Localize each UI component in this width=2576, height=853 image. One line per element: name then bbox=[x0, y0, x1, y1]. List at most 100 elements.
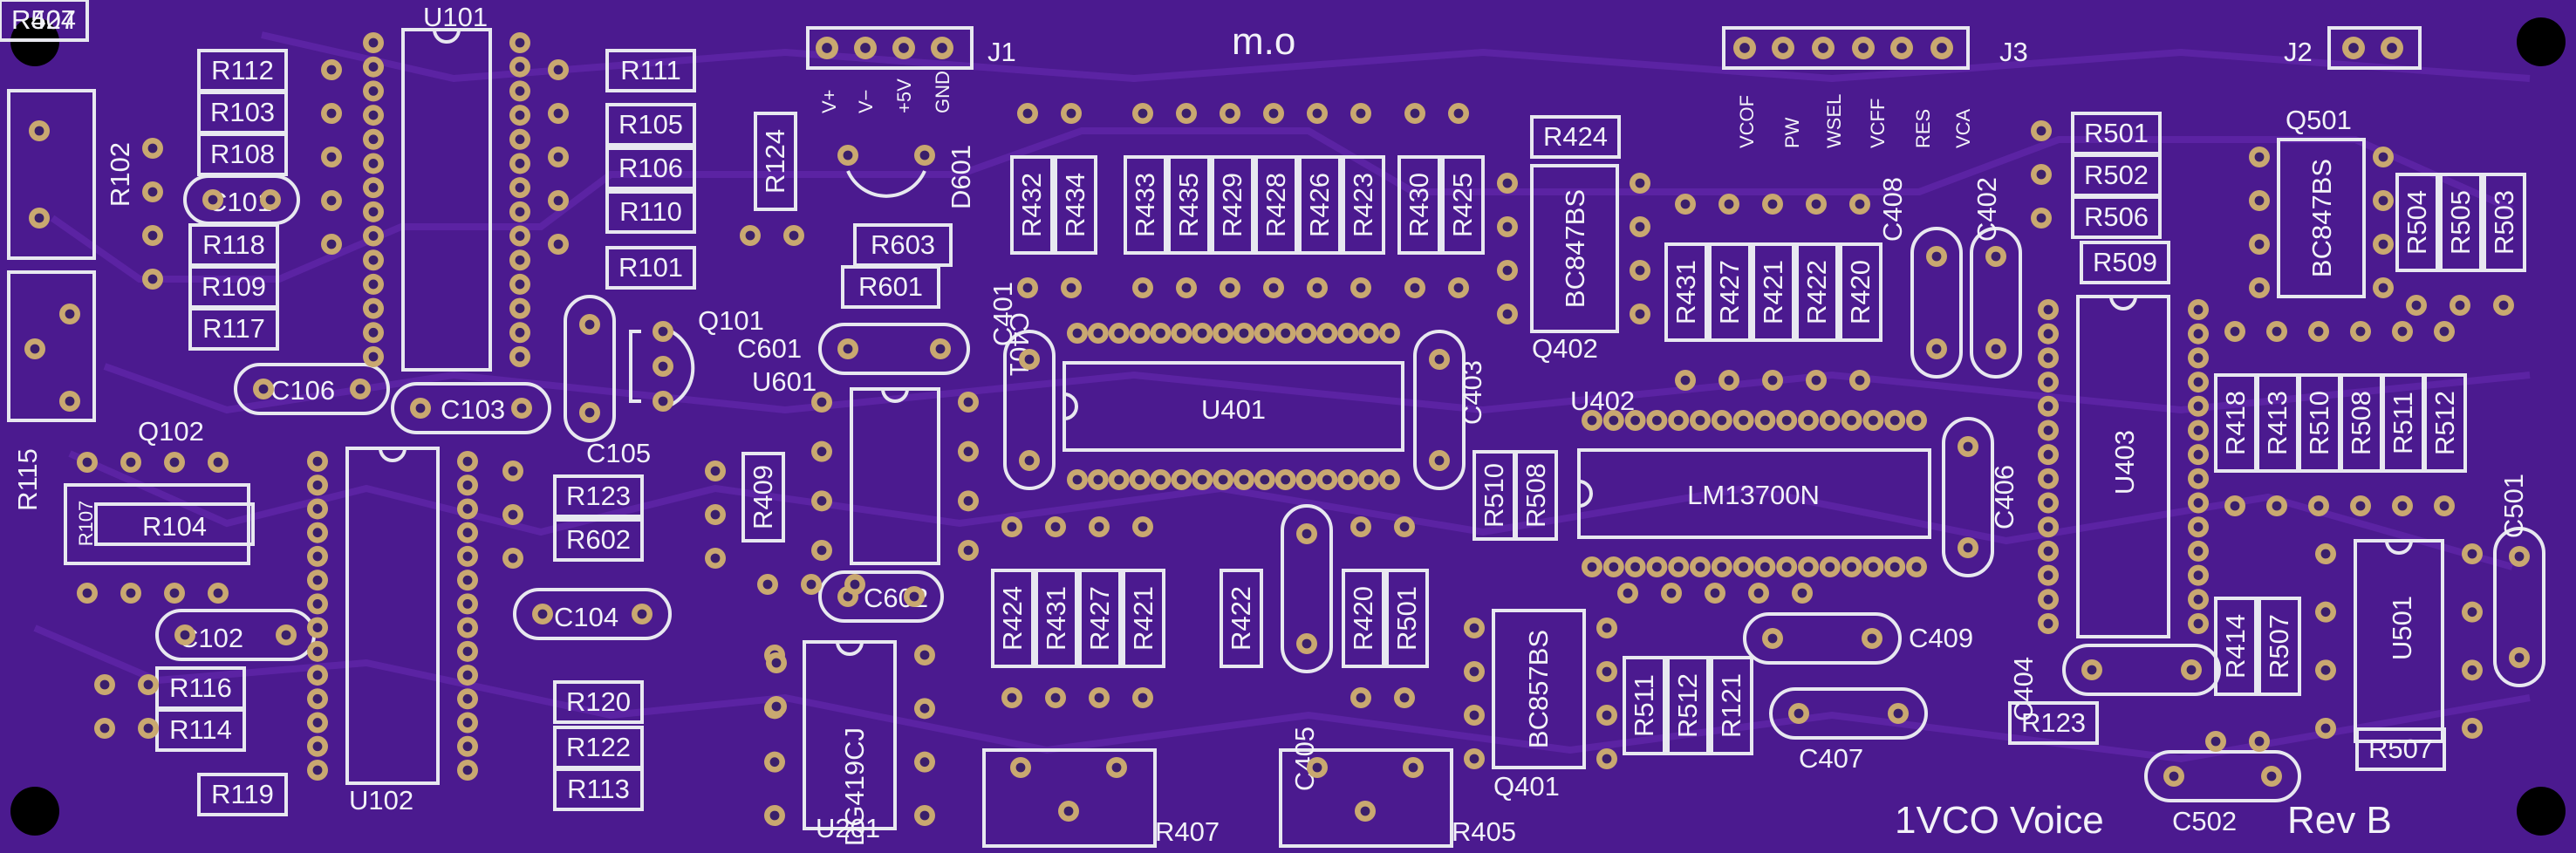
pad bbox=[1089, 687, 1110, 708]
capacitor-c106-label: C106 bbox=[270, 375, 335, 406]
resistor-r420-outline bbox=[1342, 569, 1385, 668]
resistor-r424-label: R424 bbox=[1543, 121, 1608, 152]
pad bbox=[509, 177, 530, 199]
pad bbox=[1316, 323, 1338, 344]
resistor-r432-outline bbox=[1010, 155, 1054, 255]
pad bbox=[1150, 469, 1172, 490]
resistor-r111-outline bbox=[605, 49, 696, 92]
pad bbox=[548, 190, 569, 211]
pad bbox=[2031, 120, 2052, 141]
pad bbox=[1358, 323, 1380, 344]
pad bbox=[307, 545, 328, 567]
pad bbox=[307, 760, 328, 781]
pad bbox=[1379, 469, 1400, 490]
pad bbox=[457, 760, 478, 781]
resistor-r509-outline bbox=[2080, 241, 2170, 284]
resistor-r119-outline bbox=[197, 773, 288, 816]
pad bbox=[1711, 556, 1732, 577]
pad bbox=[2188, 420, 2209, 441]
capacitor-c403-outline bbox=[1413, 330, 1466, 490]
resistor-r511-label: R511 bbox=[2388, 392, 2418, 454]
pad bbox=[1596, 748, 1617, 769]
q402-label: Q402 bbox=[1532, 333, 1598, 364]
q402-outline bbox=[1530, 164, 1619, 333]
pad bbox=[1061, 103, 1082, 124]
pad bbox=[457, 474, 478, 496]
pad bbox=[321, 59, 342, 80]
resistor-r105-label: R105 bbox=[618, 109, 683, 140]
resistor-r503-label: R503 bbox=[2489, 190, 2519, 255]
pad bbox=[1772, 37, 1794, 59]
u102-label: U102 bbox=[349, 785, 413, 815]
pad bbox=[1762, 194, 1783, 215]
resistor-r422-label: R422 bbox=[1801, 260, 1832, 324]
resistor-r501-outline bbox=[1385, 569, 1429, 668]
pad bbox=[1985, 246, 2006, 267]
capacitor-c404-outline bbox=[2062, 644, 2221, 696]
ic-outline bbox=[1063, 361, 1404, 452]
q401-part-label: BC857BS bbox=[1523, 630, 1554, 748]
pad bbox=[579, 314, 600, 335]
pad bbox=[457, 617, 478, 638]
j1-ref: J1 bbox=[987, 37, 1016, 67]
pad bbox=[307, 474, 328, 496]
resistor-r424-outline bbox=[1530, 115, 1621, 159]
pad bbox=[1274, 469, 1296, 490]
pad bbox=[142, 269, 163, 290]
pad bbox=[2342, 37, 2365, 59]
pad bbox=[1582, 410, 1602, 431]
pad bbox=[914, 645, 935, 665]
pad bbox=[1254, 469, 1275, 490]
pad bbox=[363, 153, 384, 174]
pad bbox=[811, 392, 832, 413]
pad bbox=[138, 674, 159, 695]
pad bbox=[904, 586, 925, 607]
capacitor-c409-label: C409 bbox=[1909, 623, 1973, 653]
pad bbox=[1358, 469, 1380, 490]
resistor-r104-outline bbox=[94, 502, 255, 546]
resistor-r510-label: R510 bbox=[2304, 391, 2334, 455]
resistor-r433-label: R433 bbox=[1130, 173, 1160, 237]
resistor-r414-label: R414 bbox=[2220, 614, 2251, 679]
pad bbox=[1732, 410, 1754, 431]
pad bbox=[1132, 687, 1153, 708]
resistor-r107-label: R107 bbox=[75, 501, 97, 547]
capacitor-c105-label: C105 bbox=[586, 438, 651, 468]
pad bbox=[1497, 304, 1518, 324]
r407-outline bbox=[982, 748, 1157, 848]
pad bbox=[2392, 321, 2413, 342]
pad bbox=[509, 201, 530, 222]
resistor-r121-outline bbox=[1710, 656, 1753, 755]
resistor-r510-label: R510 bbox=[1479, 463, 1509, 528]
pad bbox=[1762, 628, 1783, 649]
j1-pin-label: +5V bbox=[893, 78, 915, 113]
resistor-r434-outline bbox=[1054, 155, 1097, 255]
mounting-hole bbox=[10, 787, 59, 836]
pad bbox=[509, 32, 530, 53]
pad bbox=[24, 338, 45, 359]
capacitor-c406-outline bbox=[1942, 417, 1994, 577]
mounting-holes bbox=[10, 17, 2566, 836]
pad bbox=[363, 201, 384, 222]
resistor-r507-label: R507 bbox=[2264, 614, 2294, 679]
pad bbox=[2188, 589, 2209, 611]
pad bbox=[930, 338, 951, 359]
pad bbox=[1254, 323, 1275, 344]
resistor-r435-outline bbox=[1167, 155, 1211, 255]
ic-notch bbox=[881, 388, 909, 403]
u403-label: U403 bbox=[2109, 430, 2140, 495]
resistor-r120-label: R120 bbox=[566, 686, 631, 717]
pad bbox=[59, 391, 80, 412]
pad bbox=[457, 735, 478, 757]
pad bbox=[307, 593, 328, 615]
pad bbox=[1862, 410, 1884, 431]
j3-pin-label: RES bbox=[1912, 109, 1934, 148]
pad bbox=[1010, 757, 1031, 778]
brand-label: m.o bbox=[1232, 20, 1295, 63]
resistor-r501-label: R501 bbox=[2084, 118, 2149, 148]
pad bbox=[363, 105, 384, 126]
resistor-r117-label: R117 bbox=[202, 313, 265, 344]
q501-part-label: BC847BS bbox=[2306, 159, 2337, 277]
pad bbox=[1762, 370, 1783, 391]
